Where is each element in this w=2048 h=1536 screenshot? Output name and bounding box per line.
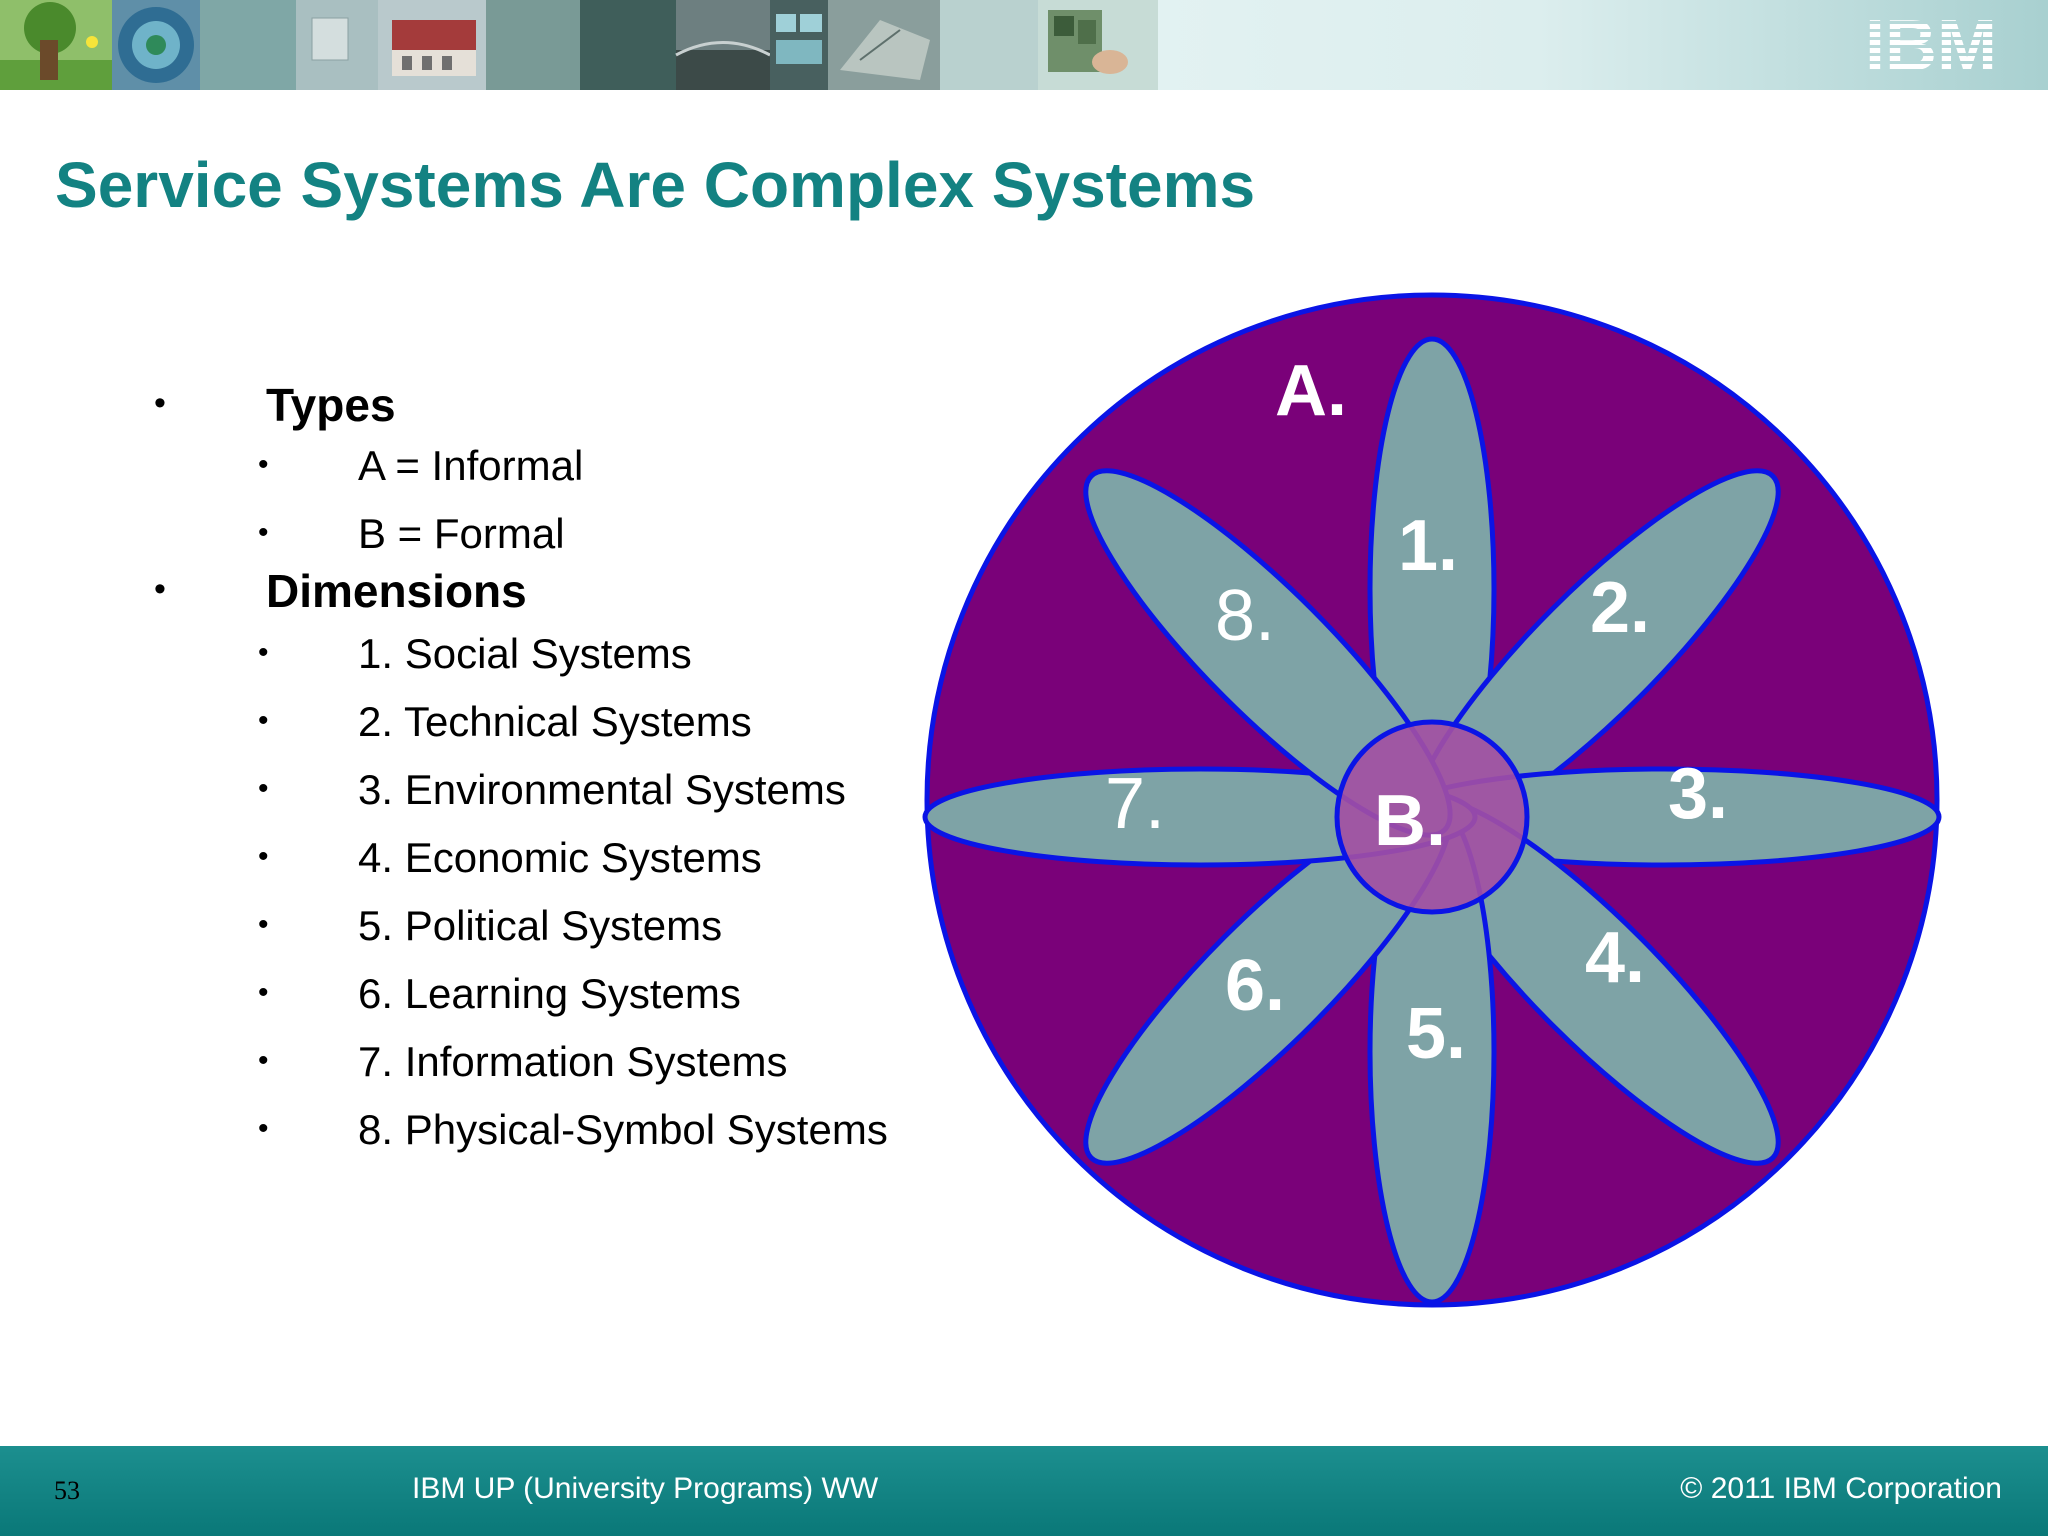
outer-label: A. (1275, 351, 1347, 431)
dimension-label: 1. Social Systems (358, 630, 692, 677)
bullet-marker: • (258, 448, 269, 481)
bridge-photo (675, 0, 771, 90)
bullet-marker: • (258, 840, 269, 873)
dimension-label: 6. Learning Systems (358, 970, 741, 1017)
bullet-marker: • (258, 772, 269, 805)
page-number: 53 (54, 1476, 80, 1505)
bullet-marker: • (258, 1112, 269, 1145)
building-photo (378, 0, 486, 90)
bullet-marker: • (258, 516, 269, 549)
center-circle-formal (1334, 719, 1530, 915)
dark-tile (580, 0, 676, 90)
dimension-label: 7. Information Systems (358, 1038, 788, 1085)
tree-photo (0, 0, 112, 90)
bullet-marker: • (258, 636, 269, 669)
footer-copyright: © 2011 IBM Corporation (1680, 1472, 2002, 1505)
screens-photo (770, 0, 828, 90)
bullet-marker: • (154, 384, 166, 422)
bullet-marker: • (258, 704, 269, 737)
ibm-logo: IBM (1865, 8, 1997, 78)
photo-strip-images (0, 0, 1158, 90)
circle-diagram-photo (112, 0, 200, 90)
svg-text:IBM: IBM (1865, 8, 1997, 78)
types-heading: Types (266, 379, 396, 431)
bullet-marker: • (154, 570, 166, 608)
map-photo (828, 0, 940, 90)
petal-label-8: 8. (1215, 576, 1275, 656)
bullet-marker: • (258, 908, 269, 941)
bullet-marker: • (258, 1044, 269, 1077)
petal-label-7: 7. (1105, 764, 1165, 844)
hand-photo (1038, 0, 1158, 90)
petal-group (922, 336, 1942, 1305)
footer-bar: 53 IBM UP (University Programs) WW © 201… (0, 1446, 2048, 1536)
footer-program: IBM UP (University Programs) WW (412, 1472, 879, 1505)
petal-label-group: 1. 2. 3. 4. 5. 6. 7. 8. (1105, 506, 1728, 1074)
header-banner: IBM (0, 0, 2048, 90)
bullet-marker: • (258, 976, 269, 1009)
dimensions-heading: Dimensions (266, 565, 527, 617)
header-photo-strip (0, 0, 1158, 90)
petal-label-1: 1. (1398, 506, 1458, 586)
dimension-label: 4. Economic Systems (358, 834, 762, 881)
type-item: A = Informal (358, 442, 584, 489)
gray-tile (486, 0, 580, 90)
dimension-label: 8. Physical-Symbol Systems (358, 1106, 888, 1153)
dimension-label: 3. Environmental Systems (358, 766, 846, 813)
switch-photo (296, 0, 378, 90)
petal-label-4: 4. (1585, 918, 1645, 998)
petal-label-3: 3. (1668, 754, 1728, 834)
type-item: B = Formal (358, 510, 565, 557)
petal-label-6: 6. (1225, 946, 1285, 1026)
teal-tile (200, 0, 296, 90)
light-tile (940, 0, 1038, 90)
dimension-label: 2. Technical Systems (358, 698, 752, 745)
petal-label-5: 5. (1406, 994, 1466, 1074)
center-label: B. (1374, 781, 1446, 861)
slide-title: Service Systems Are Complex Systems (55, 149, 1256, 221)
petal-label-2: 2. (1590, 568, 1650, 648)
dimension-label: 5. Political Systems (358, 902, 723, 949)
flower-diagram: A. B. 1. 2. 3. 4. 5. 6. 7. 8. (922, 292, 1942, 1308)
